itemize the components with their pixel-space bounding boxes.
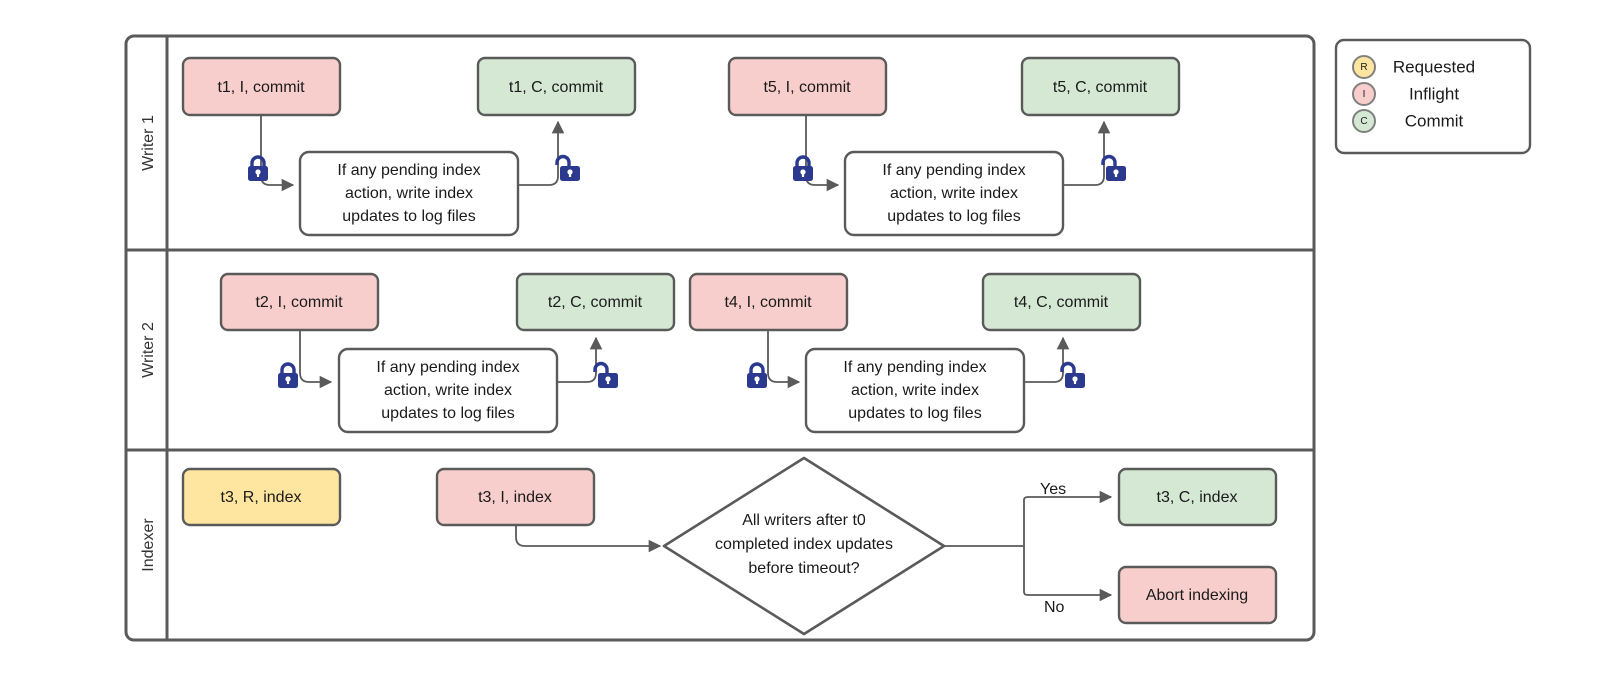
legend-badge-inflight [1352, 82, 1376, 106]
process-line-3: updates to log files [848, 405, 981, 422]
node-label: t3, I, index [478, 489, 552, 506]
lane-label-indexer: Indexer [140, 518, 157, 572]
lock-open-icon [1060, 361, 1085, 388]
edge-label-no: No [1044, 599, 1065, 616]
node-w2-t2-inflight[interactable]: t2, I, commit [219, 272, 380, 332]
lane-label-writer-1: Writer 1 [140, 115, 157, 171]
process-line-2: action, write index [345, 185, 473, 202]
process-line-1: If any pending index [376, 359, 519, 376]
lock-closed-icon [747, 362, 767, 388]
edge-process-to-t2-commit [557, 336, 603, 383]
process-box-writer2-b: If any pending index action, write index… [804, 347, 1026, 434]
process-line-2: action, write index [384, 382, 512, 399]
node-label: t2, C, commit [548, 294, 643, 311]
node-label: t4, I, commit [724, 294, 812, 311]
edge-label-yes: Yes [1040, 481, 1066, 498]
node-w2-t4-commit[interactable]: t4, C, commit [981, 272, 1142, 332]
legend-panel: R Requested I Inflight C Commit [1334, 38, 1532, 155]
legend-label: Inflight [1409, 84, 1459, 103]
node-w1-t1-inflight[interactable]: t1, I, commit [181, 56, 342, 117]
edge-t2-inflight-to-process [299, 330, 333, 389]
decision-line-3: before timeout? [748, 560, 859, 577]
edge-process-to-t1-commit [518, 120, 565, 186]
process-line-3: updates to log files [342, 208, 475, 225]
node-label: Abort indexing [1146, 587, 1248, 604]
legend-badge-letter: C [1360, 116, 1367, 127]
lock-open-icon [593, 361, 618, 388]
node-label: t5, C, commit [1053, 79, 1148, 96]
lock-closed-icon [278, 362, 298, 388]
edge-decision-yes [1023, 490, 1113, 547]
decision-shape [662, 456, 946, 636]
lock-open-icon [555, 154, 580, 181]
lane-label-text: Indexer [140, 518, 157, 572]
node-idx-t3-commit[interactable]: t3, C, index [1117, 467, 1278, 527]
edge-process-to-t5-commit [1064, 120, 1111, 186]
node-idx-t3-inflight[interactable]: t3, I, index [435, 467, 596, 527]
legend-badge-letter: I [1363, 89, 1366, 100]
node-w2-t4-inflight[interactable]: t4, I, commit [688, 272, 849, 332]
node-idx-t3-requested[interactable]: t3, R, index [181, 467, 342, 527]
swimlane-frame [124, 34, 1316, 642]
process-box-writer1-a: If any pending index action, write index… [298, 150, 520, 237]
lock-closed-icon [248, 155, 268, 181]
legend-item-inflight: I Inflight [1352, 82, 1459, 106]
legend-item-commit: C Commit [1352, 109, 1464, 133]
node-label: t5, I, commit [763, 79, 851, 96]
node-idx-abort[interactable]: Abort indexing [1117, 565, 1278, 625]
process-line-1: If any pending index [843, 359, 986, 376]
decision-diamond[interactable]: All writers after t0 completed index upd… [662, 456, 946, 636]
edge-decision-no [1023, 545, 1113, 602]
lane-label-text: Writer 2 [140, 322, 157, 378]
process-line-3: updates to log files [381, 405, 514, 422]
legend-label: Commit [1405, 111, 1464, 130]
indexer-connectors [515, 490, 1113, 602]
legend-badge-letter: R [1360, 62, 1367, 73]
lock-closed-icon [793, 155, 813, 181]
node-label: t3, R, index [221, 489, 302, 506]
node-w1-t5-commit[interactable]: t5, C, commit [1020, 56, 1181, 117]
node-label: t1, C, commit [509, 79, 604, 96]
lock-open-icon [1101, 154, 1126, 181]
edge-t3-inflight-to-decision [515, 525, 662, 553]
edge-process-to-t4-commit [1025, 336, 1070, 383]
decision-line-2: completed index updates [715, 536, 893, 553]
process-line-3: updates to log files [887, 208, 1020, 225]
node-label: t3, C, index [1157, 489, 1238, 506]
writer2-connectors [299, 330, 1070, 389]
process-line-2: action, write index [851, 382, 979, 399]
process-line-1: If any pending index [337, 162, 480, 179]
node-w1-t5-inflight[interactable]: t5, I, commit [727, 56, 888, 117]
node-label: t1, I, commit [217, 79, 305, 96]
node-w2-t2-commit[interactable]: t2, C, commit [515, 272, 676, 332]
lane-label-text: Writer 1 [140, 115, 157, 171]
node-w1-t1-commit[interactable]: t1, C, commit [476, 56, 637, 117]
legend-badge-requested [1352, 55, 1376, 79]
process-box-writer2-a: If any pending index action, write index… [337, 347, 559, 434]
legend-badge-commit [1352, 109, 1376, 133]
node-label: t4, C, commit [1014, 294, 1109, 311]
node-label: t2, I, commit [255, 294, 343, 311]
process-box-writer1-b: If any pending index action, write index… [843, 150, 1065, 237]
lane-label-writer-2: Writer 2 [140, 322, 157, 378]
decision-line-1: All writers after t0 [742, 512, 866, 529]
legend-item-requested: R Requested [1352, 55, 1475, 79]
process-line-2: action, write index [890, 185, 1018, 202]
legend-label: Requested [1393, 57, 1475, 76]
process-line-1: If any pending index [882, 162, 1025, 179]
edge-t4-inflight-to-process [767, 330, 801, 389]
